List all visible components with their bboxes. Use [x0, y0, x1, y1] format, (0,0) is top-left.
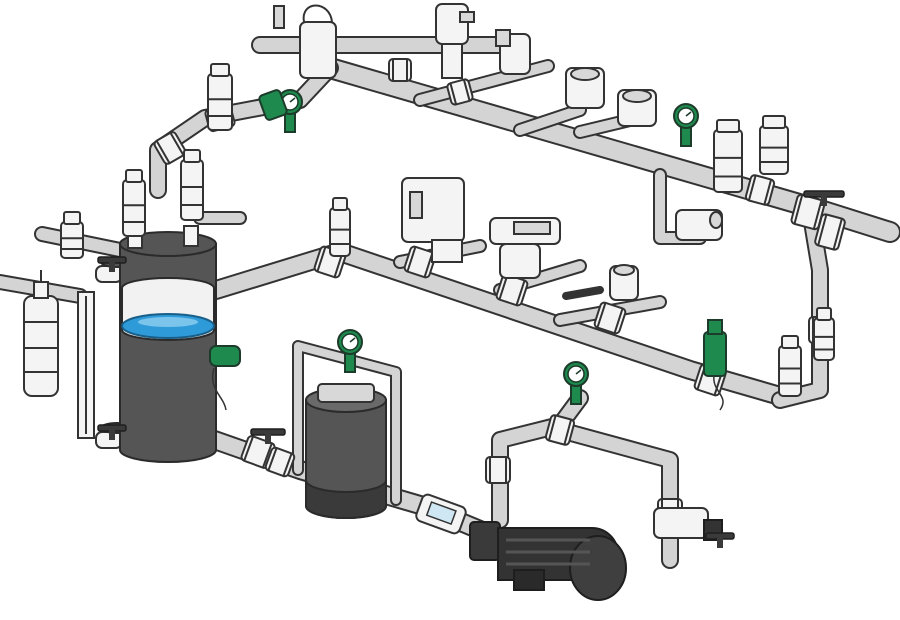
- pipe-coupling: [485, 456, 511, 484]
- relief-valve: [180, 149, 204, 221]
- relief-valve: [60, 211, 84, 259]
- pipe-coupling: [446, 78, 474, 106]
- pipe-coupling: [153, 131, 187, 165]
- pressure-gauge: [563, 361, 589, 405]
- pump-discharge-pipe: [491, 389, 589, 529]
- solenoid-valve-small: [495, 29, 531, 75]
- pipe-coupling: [593, 301, 627, 335]
- pressure-switch-1: [565, 67, 605, 109]
- ball-valve-handle[interactable]: [803, 190, 845, 206]
- level-switch: [273, 4, 337, 79]
- pipe-coupling: [264, 446, 296, 478]
- pressure-gauge: [337, 329, 363, 373]
- top-branch-2: [513, 103, 587, 137]
- pipe-coupling: [403, 245, 437, 279]
- pipe-coupling: [814, 213, 846, 251]
- pipe-coupling: [240, 435, 276, 469]
- ball-valve-handle[interactable]: [97, 256, 127, 272]
- pipe-coupling: [388, 58, 412, 82]
- ball-valve-handle[interactable]: [97, 424, 127, 440]
- relief-valve: [713, 119, 743, 193]
- flow-switch: [703, 331, 727, 377]
- gauge-tee: [258, 89, 288, 121]
- pipe-coupling: [544, 414, 576, 446]
- pipe-coupling: [495, 273, 529, 307]
- ball-valve-handle[interactable]: [705, 532, 735, 548]
- solenoid-valve-middle: [401, 177, 465, 263]
- pressure-switch-3: [609, 264, 639, 301]
- relief-valve: [778, 335, 802, 397]
- tank-sensor: [209, 345, 241, 367]
- relief-valve: [759, 115, 789, 175]
- middle-main-pipe: [206, 242, 790, 406]
- temperature-probe: [562, 286, 604, 300]
- flow-meter: [415, 493, 467, 535]
- solenoid-valve-top: [435, 3, 475, 79]
- storage-tank: [119, 225, 217, 463]
- components-layer: [60, 3, 846, 548]
- pipe-coupling: [744, 174, 776, 206]
- pump: [469, 521, 627, 601]
- cartridge-filter: [23, 270, 59, 397]
- relief-valve: [329, 197, 351, 257]
- pressure-switch-2: [617, 89, 657, 127]
- pressure-gauge: [673, 103, 699, 147]
- motorized-valve: [489, 217, 561, 279]
- relief-valve: [813, 307, 835, 361]
- riser-pipe: [149, 59, 339, 199]
- ball-valve-handle[interactable]: [250, 428, 286, 444]
- drain-valve: [675, 209, 723, 241]
- relief-valve: [207, 63, 233, 131]
- relief-valve: [122, 169, 146, 237]
- pipe-coupling: [790, 193, 826, 231]
- filter-housing: [305, 383, 387, 519]
